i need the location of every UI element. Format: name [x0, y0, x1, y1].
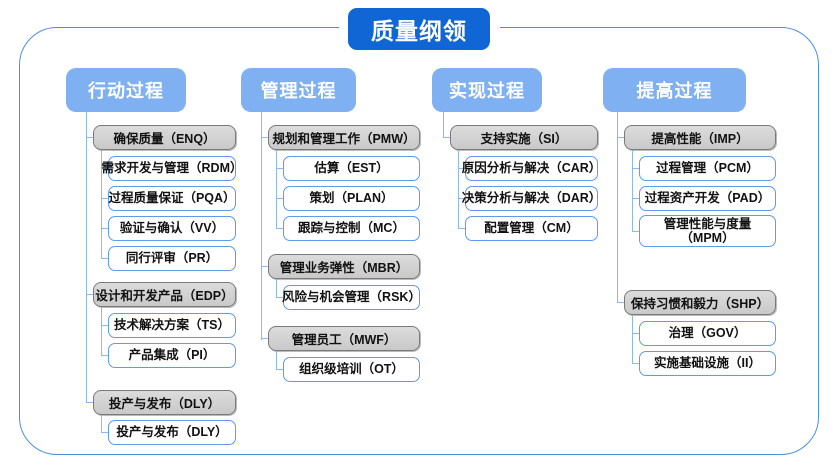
leaf-box-c2-g0-i1[interactable]: 决策分析与解决（DAR）: [462, 186, 601, 211]
group-box-c3-g1[interactable]: 保持习惯和毅力（SHP）: [624, 290, 776, 315]
stub-c1-g1: [261, 266, 269, 268]
group-box-c1-g1[interactable]: 管理业务弹性（MBR）: [268, 254, 420, 279]
leaf-box-c3-g0-i0[interactable]: 过程管理（PCM）: [639, 156, 776, 181]
stub-c3-g0-i1: [632, 198, 640, 200]
leaf-box-c1-g0-i0[interactable]: 估算（EST）: [283, 156, 420, 181]
leaf-box-c3-g1-i1[interactable]: 实施基础设施（II）: [639, 351, 776, 376]
group-box-c0-g1[interactable]: 设计和开发产品（EDP）: [93, 282, 236, 307]
column-header-3[interactable]: 提高过程: [603, 68, 746, 112]
group-box-c2-g0[interactable]: 支持实施（SI）: [450, 125, 598, 150]
leaf-box-c2-g0-i0[interactable]: 原因分析与解决（CAR）: [462, 156, 601, 181]
subtrunk-c3-g0: [632, 150, 634, 232]
leaf-box-c0-g1-i0[interactable]: 技术解决方案（TS）: [108, 313, 236, 338]
stub-c1-g0-i1: [276, 198, 284, 200]
stub-c1-g2: [261, 338, 269, 340]
leaf-box-c1-g2-i0[interactable]: 组织级培训（OT）: [283, 357, 420, 382]
column-header-2[interactable]: 实现过程: [432, 68, 542, 112]
group-box-c3-g0[interactable]: 提高性能（IMP）: [624, 125, 776, 150]
stub-c0-g1-i0: [101, 325, 109, 327]
trunk-c2: [443, 112, 445, 138]
stub-c0-g0-i0: [101, 168, 109, 170]
stub-c0-g2: [86, 402, 94, 404]
subtrunk-c2-g0: [458, 150, 460, 228]
stub-c2-g0: [443, 137, 451, 139]
stub-c2-g0-i2: [458, 228, 466, 230]
stub-c3-g0-i2: [632, 231, 640, 233]
leaf-box-c1-g0-i1[interactable]: 策划（PLAN）: [283, 186, 420, 211]
leaf-box-c0-g2-i0[interactable]: 投产与发布（DLY）: [108, 420, 236, 445]
leaf-box-c3-g0-i1[interactable]: 过程资产开发（PAD）: [639, 186, 776, 211]
stub-c3-g0: [617, 137, 625, 139]
stub-c0-g1-i1: [101, 355, 109, 357]
subtrunk-c0-g2: [101, 415, 103, 433]
stub-c1-g1-i0: [276, 297, 284, 299]
group-box-c0-g2[interactable]: 投产与发布（DLY）: [93, 390, 236, 415]
subtrunk-c0-g1: [101, 307, 103, 355]
trunk-c1: [261, 112, 263, 340]
leaf-box-c1-g0-i2[interactable]: 跟踪与控制（MC）: [283, 216, 420, 241]
stub-c0-g0-i2: [101, 228, 109, 230]
column-header-0[interactable]: 行动过程: [66, 68, 186, 112]
leaf-box-c0-g0-i3[interactable]: 同行评审（PR）: [108, 246, 236, 271]
column-header-1[interactable]: 管理过程: [241, 68, 356, 112]
leaf-box-c2-g0-i2[interactable]: 配置管理（CM）: [465, 216, 598, 241]
leaf-box-c0-g0-i0[interactable]: 需求开发与管理（RDM）: [102, 156, 242, 181]
leaf-box-c3-g0-i2[interactable]: 管理性能与度量 （MPM）: [639, 215, 776, 247]
group-box-c1-g0[interactable]: 规划和管理工作（PMW）: [268, 125, 420, 150]
leaf-box-c3-g1-i0[interactable]: 治理（GOV）: [639, 321, 776, 346]
trunk-c0: [86, 112, 88, 402]
trunk-c3: [617, 112, 619, 302]
subtrunk-c3-g1: [632, 315, 634, 363]
stub-c0-g0-i3: [101, 258, 109, 260]
stub-c3-g1: [617, 302, 625, 304]
stub-c1-g0-i2: [276, 228, 284, 230]
group-box-c0-g0[interactable]: 确保质量（ENQ）: [93, 125, 236, 150]
leaf-box-c0-g0-i1[interactable]: 过程质量保证（PQA）: [108, 186, 236, 211]
subtrunk-c0-g0: [101, 150, 103, 258]
subtrunk-c1-g2: [276, 351, 278, 370]
stub-c3-g1-i0: [632, 333, 640, 335]
group-box-c1-g2[interactable]: 管理员工（MWF）: [268, 326, 420, 351]
stub-c2-g0-i1: [458, 198, 466, 200]
stub-c1-g0-i0: [276, 168, 284, 170]
stub-c1-g2-i0: [276, 369, 284, 371]
stub-c3-g0-i0: [632, 168, 640, 170]
stub-c0-g0: [86, 137, 94, 139]
subtrunk-c1-g1: [276, 279, 278, 298]
stub-c2-g0-i0: [458, 168, 466, 170]
stub-c1-g0: [261, 137, 269, 139]
stub-c0-g1: [86, 294, 94, 296]
diagram-title: 质量纲领: [348, 8, 490, 50]
subtrunk-c1-g0: [276, 150, 278, 228]
stub-c0-g2-i0: [101, 432, 109, 434]
stub-c0-g0-i1: [101, 198, 109, 200]
stub-c3-g1-i1: [632, 363, 640, 365]
leaf-box-c0-g1-i1[interactable]: 产品集成（PI）: [108, 343, 236, 368]
leaf-box-c1-g1-i0[interactable]: 风险与机会管理（RSK）: [282, 285, 421, 310]
leaf-box-c0-g0-i2[interactable]: 验证与确认（VV）: [108, 216, 236, 241]
